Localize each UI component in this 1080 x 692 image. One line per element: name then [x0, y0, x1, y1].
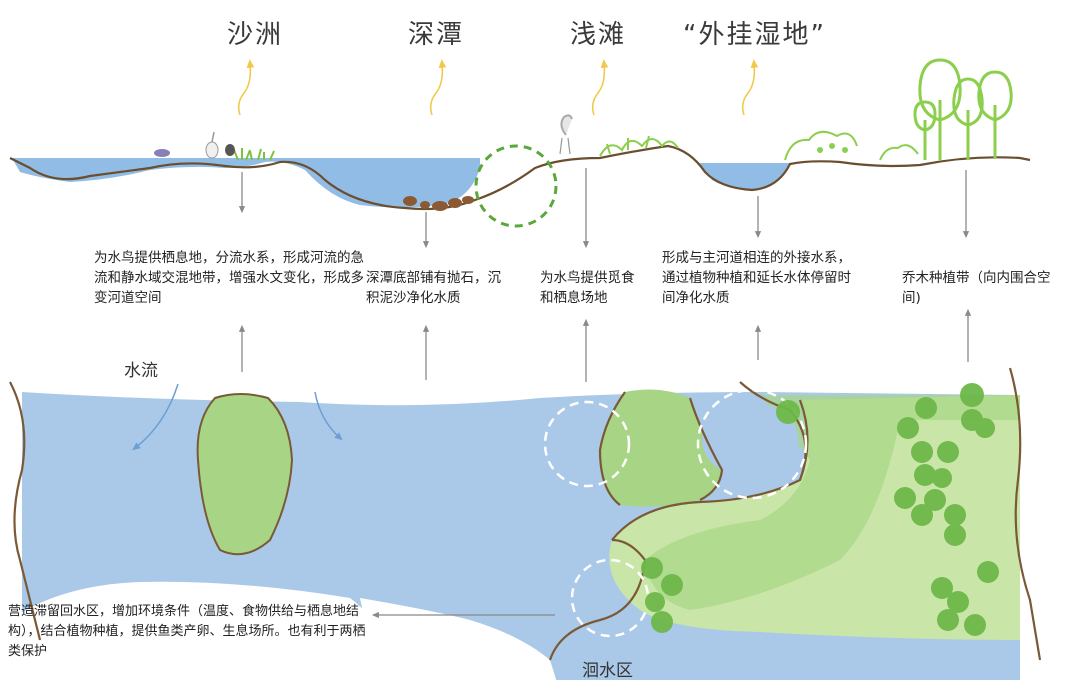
shoal-vegetation — [599, 135, 679, 157]
shoal-highlight-circle — [474, 144, 558, 228]
label-water-flow: 水流 — [124, 361, 158, 381]
plan-sandbar-island — [196, 393, 294, 556]
riprap-stones — [403, 196, 474, 211]
note-sandbar: 为水鸟提供栖息地，分流水系，形成河流的急流和静水域交混地带，增强水文变化，形成多… — [94, 250, 364, 306]
sandbar-grass — [233, 148, 275, 161]
plan-shoal-island — [600, 389, 722, 507]
note-tree-belt: 乔木种植带（向内围合空间) — [902, 270, 1051, 306]
label-backwater-zone: 洄水区 — [582, 661, 633, 681]
title-shoal: 浅滩 — [570, 20, 627, 50]
note-external-wetland: 形成与主河道相连的外接水系，通过植物种植和延长水体停留时间净化水质 — [662, 250, 851, 306]
cross-section — [9, 58, 1031, 228]
wetland-vegetation — [784, 130, 919, 161]
down-arrows — [238, 168, 970, 249]
water-bird-icons — [154, 114, 573, 159]
note-backwater: 营造滞留回水区，增加环境条件（温度、食物供给与栖息地结构），结合植物种植，提供鱼… — [8, 604, 366, 659]
flow-arrows — [132, 383, 343, 451]
title-deep-pool: 深潭 — [408, 20, 465, 50]
tree-icons — [913, 58, 1013, 160]
yellow-arrows — [237, 59, 759, 116]
plan-view — [9, 367, 1042, 692]
note-shoal: 为水鸟提供觅食和栖息场地 — [540, 270, 635, 306]
note-deep-pool: 深潭底部铺有抛石，沉积泥沙净化水质 — [366, 270, 501, 306]
section-water-wetland — [698, 163, 790, 190]
up-arrows — [238, 308, 972, 382]
plan-lower-bank — [10, 581, 395, 692]
plan-tree-dots — [641, 383, 999, 636]
riverbed-line — [9, 144, 1031, 211]
title-external-wetland: “外挂湿地” — [683, 20, 826, 50]
title-sandbar: 沙洲 — [227, 20, 284, 50]
